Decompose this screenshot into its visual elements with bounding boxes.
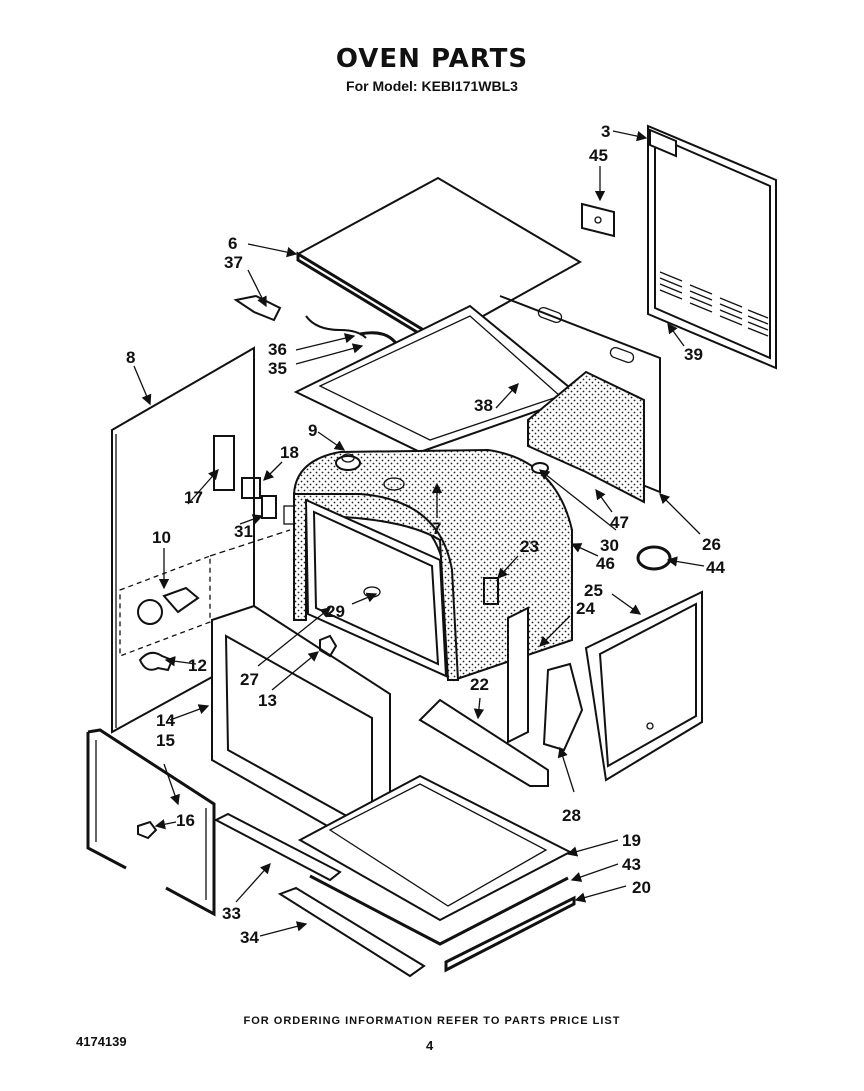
callout-6: 6 — [228, 234, 237, 253]
part-clip-31 — [261, 495, 277, 519]
part-door-gasket — [86, 728, 216, 917]
callout-9: 9 — [308, 421, 317, 440]
callout-44: 44 — [706, 558, 725, 577]
document-number: 4174139 — [76, 1034, 127, 1049]
part-kick-plate — [277, 886, 426, 978]
callout-12: 12 — [188, 656, 207, 675]
part-bottom-rail — [418, 698, 549, 787]
callout-19: 19 — [622, 831, 641, 850]
callout-26: 26 — [702, 535, 721, 554]
callout-46: 46 — [596, 554, 615, 573]
callout-15: 15 — [156, 731, 175, 750]
callout-39: 39 — [684, 345, 703, 364]
callout-24: 24 — [576, 599, 595, 618]
part-rear-panel — [647, 124, 777, 370]
page-title: OVEN PARTS — [335, 44, 529, 74]
part-hinge — [542, 662, 584, 752]
callout-34: 34 — [240, 928, 259, 947]
callout-36: 36 — [268, 340, 287, 359]
callout-35: 35 — [268, 359, 287, 378]
part-strip-24 — [507, 606, 529, 744]
callout-13: 13 — [258, 691, 277, 710]
callout-3: 3 — [601, 122, 610, 141]
part-block-23 — [483, 577, 499, 605]
part-trim-20 — [444, 895, 576, 973]
callout-27: 27 — [240, 670, 259, 689]
callout-25: 25 — [584, 581, 603, 600]
part-right-side-panel — [584, 590, 703, 782]
callout-37: 37 — [224, 253, 243, 272]
callout-33: 33 — [222, 904, 241, 923]
callout-17: 17 — [184, 488, 203, 507]
part-strip-33 — [213, 812, 342, 882]
callout-22: 22 — [470, 675, 489, 694]
part-clip-16 — [137, 820, 158, 840]
part-light-assembly — [119, 529, 291, 657]
callout-23: 23 — [520, 537, 539, 556]
part-latch-13 — [319, 634, 338, 658]
callout-20: 20 — [632, 878, 651, 897]
part-bracket-45 — [581, 202, 615, 238]
part-bracket-17 — [213, 435, 235, 491]
callout-30: 30 — [600, 536, 619, 555]
callout-10: 10 — [152, 528, 171, 547]
callout-28: 28 — [562, 806, 581, 825]
page-number: 4 — [426, 1038, 434, 1053]
part-harness-36 — [305, 315, 367, 339]
part-trim-43 — [309, 874, 569, 946]
callout-47: 47 — [610, 513, 629, 532]
part-bracket-18 — [241, 477, 261, 499]
part-insulation-47 — [527, 370, 645, 504]
callout-45: 45 — [589, 146, 608, 165]
callout-38: 38 — [474, 396, 493, 415]
callout-43: 43 — [622, 855, 641, 874]
model-subtitle: For Model: KEBI171WBL3 — [346, 78, 518, 94]
callout-29: 29 — [326, 602, 345, 621]
callout-labels: 3 45 6 37 36 35 38 39 8 9 18 17 7 31 30 … — [126, 122, 725, 947]
callout-8: 8 — [126, 348, 135, 367]
callout-7: 7 — [432, 519, 441, 538]
ordering-note: FOR ORDERING INFORMATION REFER TO PARTS … — [243, 1015, 621, 1027]
callout-16: 16 — [176, 811, 195, 830]
callout-14: 14 — [156, 711, 175, 730]
part-top-panel — [295, 176, 583, 342]
part-oven-cavity — [292, 448, 573, 682]
part-ring-44 — [636, 545, 672, 571]
callout-18: 18 — [280, 443, 299, 462]
part-clip-37 — [233, 294, 282, 322]
callout-31: 31 — [234, 522, 253, 541]
